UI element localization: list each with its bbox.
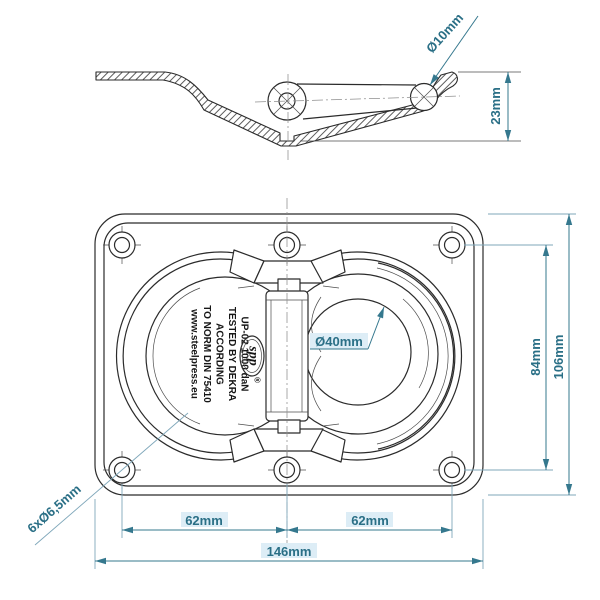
bridge-seat-line xyxy=(322,423,340,427)
hole-bore xyxy=(443,236,461,254)
registered-mark: ® xyxy=(253,377,262,383)
leader-line-pin xyxy=(429,15,479,86)
roller-tab-bottom xyxy=(277,419,301,434)
stamp-line-2: TESTED BY DEKRA xyxy=(226,307,237,401)
label-highlight xyxy=(181,512,228,527)
bridge-seat-line xyxy=(237,285,255,289)
hinge-bridge-top xyxy=(229,249,346,289)
bridge-trapezoid xyxy=(253,428,324,452)
hole-countersink xyxy=(438,231,466,259)
dim-ring-inner: Ø40mm xyxy=(310,306,385,350)
side-view: 23mm Ø10mm xyxy=(95,10,521,160)
dim-ring-inner-label: Ø40mm xyxy=(315,334,363,349)
hinge-pin-cross xyxy=(273,87,301,115)
roller-tab-top xyxy=(277,278,301,293)
dim-spacing-vertical-label: 84mm xyxy=(528,338,543,376)
recess-lip-arc-outer xyxy=(377,262,455,450)
roller-bottom-edge xyxy=(302,107,418,120)
brand-logo: spp ® xyxy=(239,335,265,383)
dim-pin-diameter-label: Ø10mm xyxy=(423,10,466,55)
mount-hole xyxy=(103,226,141,264)
dim-spacing-right-label: 62mm xyxy=(351,513,389,528)
main-view: UP-02 1000 daN TESTED BY DEKRA ACCORDING… xyxy=(24,198,576,569)
ring-bevel-arc xyxy=(402,298,429,389)
stamp-line-4: TO NORM DIN 75410 xyxy=(201,305,212,403)
label-highlight xyxy=(310,333,368,349)
recess-lip-arc-inner xyxy=(376,267,449,445)
hole-bore xyxy=(278,461,296,479)
dim-right: 84mm 106mm xyxy=(464,213,576,496)
hole-countersink xyxy=(108,231,136,259)
stamp-line-3: ACCORDING xyxy=(214,323,225,385)
hinge-bridge-bottom xyxy=(229,423,346,463)
dim-plate-height-label: 106mm xyxy=(551,335,566,380)
plate-inner-edge xyxy=(103,222,475,487)
stamp-line-5: www.steelpress.eu xyxy=(189,308,200,399)
logo-oval-inner xyxy=(242,339,262,373)
bridge-seat-line xyxy=(237,423,255,427)
dim-spacing-left-label: 62mm xyxy=(185,513,223,528)
bridge-trapezoid xyxy=(253,260,324,284)
dim-bottom: 62mm 62mm 146mm xyxy=(94,484,484,569)
logo-oval-outer xyxy=(239,335,265,377)
bowl-floor-inner-arc xyxy=(152,287,201,425)
hole-bore xyxy=(443,461,461,479)
sheet-cross-section xyxy=(95,71,458,147)
hole-countersink xyxy=(438,456,466,484)
roller-top-edge xyxy=(296,83,417,86)
hole-bore xyxy=(113,236,131,254)
label-highlight xyxy=(261,543,317,558)
bridge-seat-line xyxy=(322,285,340,289)
hole-bore xyxy=(113,461,131,479)
callout-leader xyxy=(34,412,189,546)
stamp-line-1: UP-02 1000 daN xyxy=(239,316,250,391)
dim-depth-label: 23mm xyxy=(488,87,503,125)
ring-wire-cross xyxy=(414,87,434,107)
product-stamp-text: UP-02 1000 daN TESTED BY DEKRA ACCORDING… xyxy=(189,305,250,403)
dim-mount-holes-label: 6xØ6,5mm xyxy=(24,481,83,535)
label-highlight xyxy=(346,512,393,527)
side-axis-centerline xyxy=(254,95,461,103)
ring-shoulder-scallop xyxy=(311,355,322,412)
logo-text: spp xyxy=(246,345,261,365)
dim-depth: 23mm xyxy=(300,71,521,142)
callout-leader xyxy=(367,306,385,350)
mount-holes xyxy=(103,226,471,489)
dim-plate-width-label: 146mm xyxy=(267,544,312,559)
